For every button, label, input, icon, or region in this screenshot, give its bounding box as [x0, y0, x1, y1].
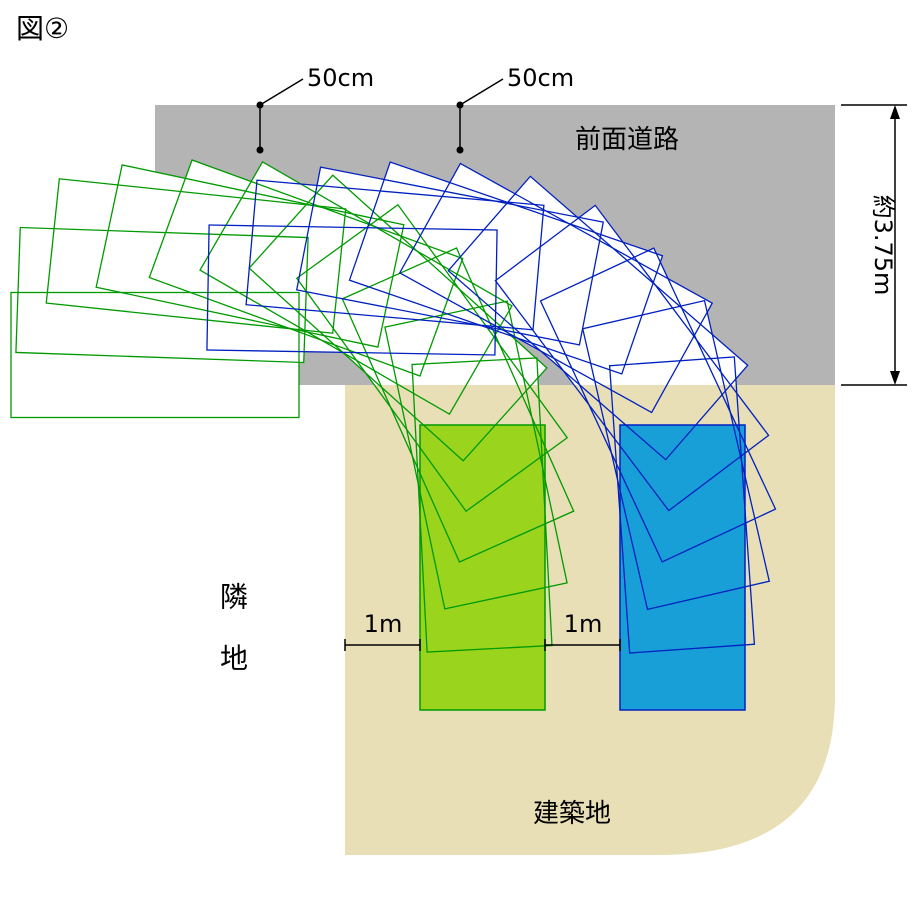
figure-title: 図② — [16, 12, 69, 45]
car-pose-rect — [45, 178, 347, 334]
car-pose-rect — [95, 164, 405, 348]
gap-dimension-right: 1m — [544, 610, 621, 651]
car-pose-rect — [539, 247, 777, 563]
car-pose-rect — [199, 160, 513, 416]
leader-line — [459, 78, 504, 106]
car-pose-rect — [248, 174, 548, 462]
road-label: 前面道路 — [575, 125, 679, 155]
car-pose-rect — [295, 166, 605, 346]
green-parking-slot — [419, 424, 546, 711]
car-pose-rect — [494, 204, 770, 512]
marker-dot — [256, 146, 264, 154]
offset-left-label: 50cm — [307, 64, 374, 92]
gap-right-label: 1m — [564, 610, 603, 638]
car-pose-rect — [608, 356, 756, 654]
car-pose-rect — [10, 291, 300, 419]
arrowhead-down-icon — [890, 371, 900, 385]
car-pose-rect — [15, 226, 309, 364]
offset-marker-left: 50cm — [256, 64, 374, 154]
gap-left-label: 1m — [364, 610, 403, 638]
car-pose-rect — [581, 299, 771, 611]
car-pose-rect — [411, 357, 553, 653]
green-car-path — [10, 159, 575, 653]
car-pose-rect — [245, 179, 545, 331]
car-pose-rect — [206, 224, 498, 356]
adjacent-land-label: 隣地 — [216, 582, 249, 706]
marker-dot — [456, 146, 464, 154]
car-pose-rect — [447, 175, 749, 461]
car-pose-rect — [341, 247, 575, 563]
gap-dimension-left: 1m — [344, 610, 421, 651]
arrowhead-up-icon — [890, 105, 900, 119]
leader-line — [259, 78, 304, 106]
site-label: 建築地 — [533, 799, 611, 829]
road-width-label: 約3.75m — [869, 195, 897, 296]
offset-marker-right: 50cm — [456, 64, 574, 154]
offset-right-label: 50cm — [507, 64, 574, 92]
road-width-dimension: 約3.75m — [841, 104, 907, 386]
car-pose-rect — [206, 224, 498, 356]
car-pose-rect — [295, 203, 569, 513]
car-path-envelope — [155, 160, 776, 385]
blue-car-path — [206, 161, 777, 654]
car-path-outlines — [10, 159, 777, 654]
car-pose-rect — [398, 162, 714, 414]
